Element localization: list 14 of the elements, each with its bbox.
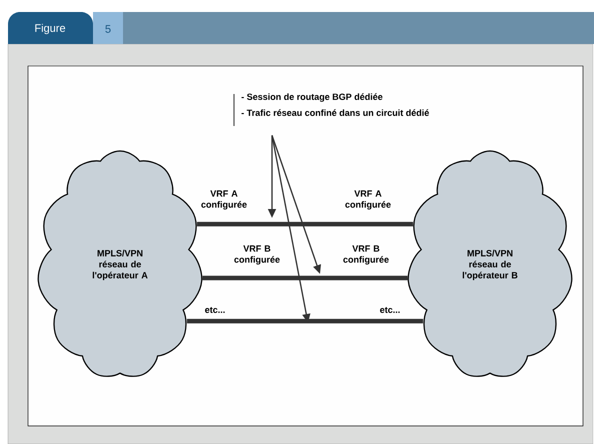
header-number: 5: [93, 12, 123, 44]
connector-line: [186, 318, 424, 324]
connector-line: [202, 276, 408, 280]
cloud: MPLS/VPN réseau de l'opérateur A: [38, 150, 202, 377]
cloud: MPLS/VPN réseau de l'opérateur B: [408, 150, 572, 377]
line-label: VRF A configurée: [345, 190, 391, 210]
connector-line: [196, 222, 414, 226]
line-label: VRF A configurée: [201, 190, 247, 210]
line-label: VRF B configurée: [343, 245, 389, 265]
note-text: - Session de routage BGP dédiée - Trafic réseau confiné dans un circuit dédié: [242, 93, 429, 116]
line-label: VRF B configurée: [234, 245, 280, 265]
line-label: etc...: [205, 307, 225, 313]
header-tab: Figure: [8, 12, 93, 44]
line-label: etc...: [380, 307, 400, 313]
